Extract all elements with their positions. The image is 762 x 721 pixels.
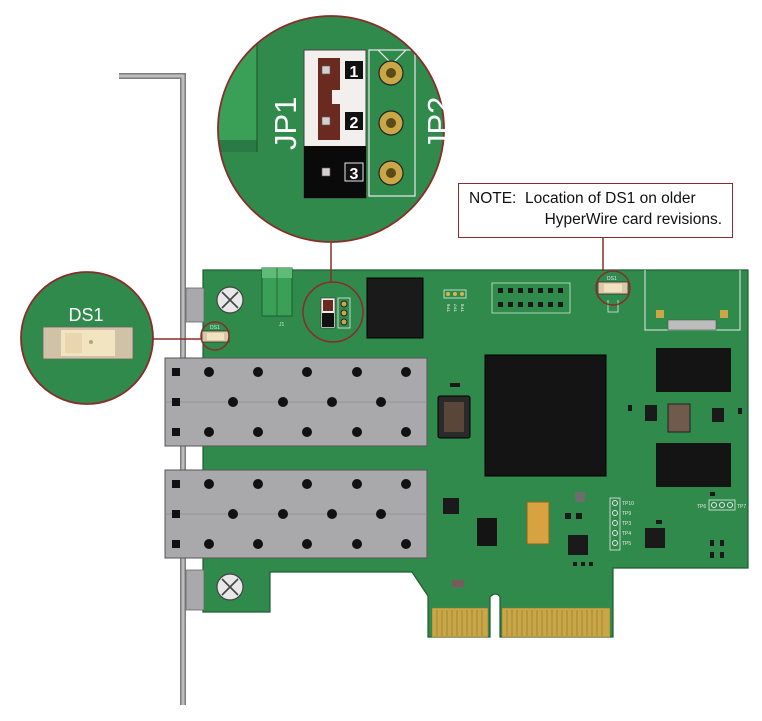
note-line-1: NOTE: Location of DS1 on older xyxy=(469,188,724,209)
crystal xyxy=(667,403,691,433)
ds1-zoom-label: DS1 xyxy=(68,305,103,325)
main-asic xyxy=(484,354,607,477)
chip-square-top xyxy=(366,277,424,339)
ds1-old-ring xyxy=(595,270,631,306)
pin3-label: 3 xyxy=(350,166,359,183)
screw-top xyxy=(216,286,244,314)
sfp-cage-bottom xyxy=(164,469,428,559)
orange-cap xyxy=(526,501,550,545)
tp-header-label-3: TP8 xyxy=(460,303,465,312)
tp-header xyxy=(443,289,467,299)
memory-chip-top xyxy=(656,348,731,392)
sfp-cage-top xyxy=(164,357,428,447)
chip-small-5 xyxy=(575,492,585,502)
jp2-label: JP2 xyxy=(421,97,456,150)
tp-column xyxy=(609,497,621,551)
bracket-tab-bottom xyxy=(185,569,205,611)
jumper-board xyxy=(320,297,351,329)
tp-col-label-5: TP5 xyxy=(622,541,631,547)
pcie-gold-fingers xyxy=(431,607,611,638)
pin-header xyxy=(491,282,571,314)
ribbon-connector xyxy=(644,270,741,331)
jumper-callout-ring xyxy=(302,281,364,343)
tp-col-label-1: TP10 xyxy=(622,501,634,507)
terminal-block xyxy=(261,267,293,317)
tp-right xyxy=(708,499,736,511)
chip-small-2 xyxy=(443,498,459,514)
note-text-2: HyperWire card revisions. xyxy=(544,211,722,228)
ds1-old-location xyxy=(597,281,629,313)
tp-right-label: TP6 xyxy=(697,504,706,510)
chip-small-1 xyxy=(477,518,497,546)
tp-header-label-2: TP7 xyxy=(453,303,458,312)
tp-col-label-4: TP4 xyxy=(622,531,631,537)
pin1-label: 1 xyxy=(350,64,359,81)
ds1-small-label: DS1 xyxy=(210,325,220,331)
jumper-zoom-callout xyxy=(217,15,445,243)
ds1-old-label: DS1 xyxy=(607,276,617,282)
note-label: NOTE: xyxy=(469,190,517,207)
note-line-2: HyperWire card revisions. xyxy=(469,209,724,230)
tp-col-label-3: TP3 xyxy=(622,521,631,527)
chip-qfn-1 xyxy=(568,535,588,555)
small-components xyxy=(450,383,742,587)
memory-chip-bottom xyxy=(656,443,731,487)
tp-col-label-2: TP9 xyxy=(622,511,631,517)
ds1-zoom-callout xyxy=(20,271,154,405)
pin2-label: 2 xyxy=(350,115,359,132)
chip-small-4 xyxy=(712,408,724,422)
tp-header-label-1: TP6 xyxy=(446,303,451,312)
bracket-tab-top xyxy=(185,287,205,323)
chip-small-3 xyxy=(645,405,657,421)
tp-right-label-2: TP7 xyxy=(737,504,746,510)
note-text-1: Location of DS1 on older xyxy=(525,190,696,207)
screw-bottom xyxy=(216,573,244,601)
chip-qfn-2 xyxy=(645,528,665,548)
jp1-label: JP1 xyxy=(268,97,303,150)
ds1-led-board xyxy=(201,330,230,343)
ds1-ring xyxy=(200,321,230,351)
j1-label: J1 xyxy=(279,322,285,328)
note-box: NOTE: Location of DS1 on older HyperWire… xyxy=(458,183,733,238)
